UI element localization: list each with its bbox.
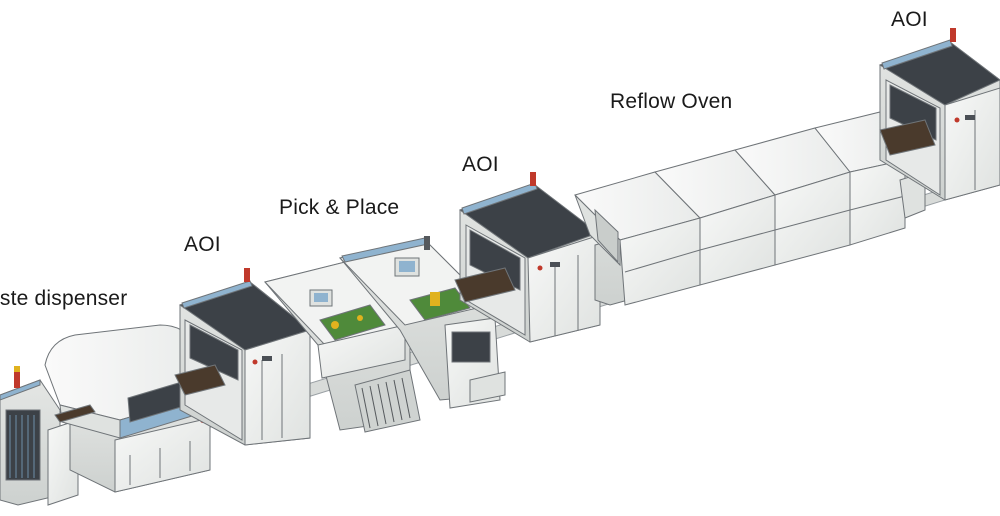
label-aoi-1: AOI [184,233,221,256]
aoi-machine-2 [454,172,601,343]
label-paste-dispenser: aste dispenser [0,287,128,310]
aoi-machine-1 [174,268,312,446]
label-pick-and-place: Pick & Place [279,196,400,219]
label-reflow-oven: Reflow Oven [610,90,733,113]
label-aoi-3: AOI [891,8,928,31]
reflow-oven-machine [574,111,926,306]
label-aoi-2: AOI [462,153,499,176]
aoi-machine-3 [878,28,1000,201]
loader-machine [0,366,79,506]
